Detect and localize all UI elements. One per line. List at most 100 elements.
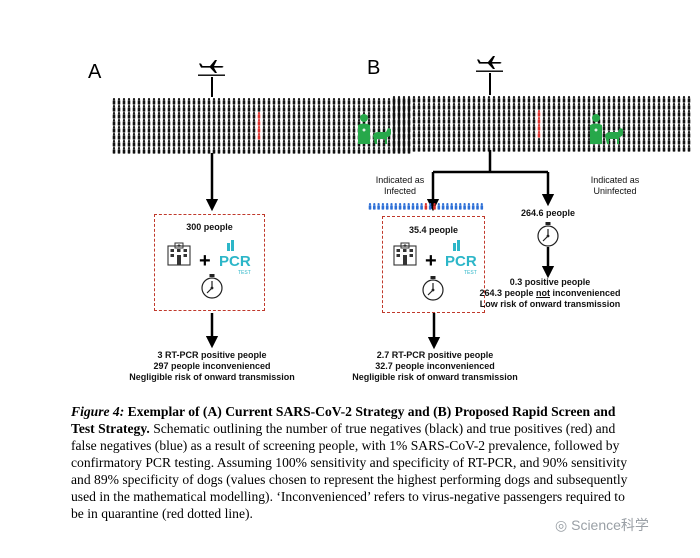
person-true-negative — [212, 119, 216, 126]
person-true-negative — [462, 103, 466, 110]
person-true-negative — [472, 117, 476, 124]
person-true-negative — [347, 112, 351, 119]
person-true-negative — [677, 117, 681, 124]
person-true-negative — [367, 112, 371, 119]
person-true-negative — [167, 140, 171, 147]
person-true-negative — [622, 145, 626, 152]
person-true-negative — [422, 103, 426, 110]
person-true-negative — [517, 117, 521, 124]
person-true-negative — [252, 98, 256, 105]
person-true-negative — [532, 131, 536, 138]
person-true-negative — [292, 112, 296, 119]
person-true-negative — [417, 103, 421, 110]
person-true-negative — [517, 103, 521, 110]
result-line: 32.7 people inconvenienced — [375, 361, 495, 371]
person-true-negative — [597, 103, 601, 110]
person-true-negative — [682, 110, 686, 117]
person-true-negative — [337, 126, 341, 133]
person-true-positive — [537, 117, 541, 124]
person-true-negative — [567, 96, 571, 103]
person-true-negative — [502, 110, 506, 117]
person-true-negative — [542, 124, 546, 131]
person-true-negative — [437, 138, 441, 145]
person-true-negative — [587, 131, 591, 138]
person-true-negative — [582, 131, 586, 138]
person-true-negative — [607, 103, 611, 110]
person-true-negative — [337, 105, 341, 112]
person-true-negative — [502, 96, 506, 103]
person-true-negative — [402, 103, 406, 110]
person-true-negative — [622, 110, 626, 117]
person-true-negative — [212, 140, 216, 147]
person-true-negative — [147, 140, 151, 147]
person-true-negative — [632, 145, 636, 152]
person-true-negative — [112, 140, 116, 147]
person-true-negative — [237, 112, 241, 119]
person-true-negative — [217, 147, 221, 154]
person-true-negative — [357, 112, 361, 119]
person-true-negative — [412, 145, 416, 152]
person-true-positive — [537, 110, 541, 117]
person-true-negative — [637, 103, 641, 110]
person-true-negative — [262, 126, 266, 133]
person-true-negative — [392, 103, 396, 110]
person-true-negative — [322, 119, 326, 126]
person-true-negative — [677, 110, 681, 117]
person-true-negative — [492, 138, 496, 145]
person-true-negative — [457, 110, 461, 117]
person-true-negative — [417, 117, 421, 124]
person-true-negative — [352, 133, 356, 140]
person-true-negative — [512, 117, 516, 124]
label-indicated-uninfected: Indicated as Uninfected — [590, 175, 640, 196]
person-true-negative — [272, 112, 276, 119]
person-true-negative — [407, 124, 411, 131]
person-true-negative — [127, 140, 131, 147]
person-true-negative — [217, 105, 221, 112]
person-true-negative — [502, 145, 506, 152]
person-true-negative — [152, 133, 156, 140]
person-true-negative — [187, 119, 191, 126]
person-flagged — [390, 203, 393, 210]
person-true-negative — [202, 126, 206, 133]
person-true-negative — [507, 145, 511, 152]
person-true-negative — [337, 140, 341, 147]
person-true-negative — [212, 133, 216, 140]
person-true-negative — [442, 138, 446, 145]
person-true-negative — [297, 112, 301, 119]
person-true-negative — [592, 103, 596, 110]
person-true-negative — [572, 96, 576, 103]
uninfected-result: 0.3 positive people 264.3 people not inc… — [470, 277, 630, 310]
person-true-negative — [542, 145, 546, 152]
person-true-negative — [502, 131, 506, 138]
person-true-negative — [447, 124, 451, 131]
person-true-negative — [452, 138, 456, 145]
person-true-negative — [477, 131, 481, 138]
person-true-negative — [267, 147, 271, 154]
person-true-negative — [482, 103, 486, 110]
person-true-negative — [617, 110, 621, 117]
person-true-negative — [247, 119, 251, 126]
person-true-negative — [267, 126, 271, 133]
person-true-negative — [237, 119, 241, 126]
person-true-negative — [307, 133, 311, 140]
person-true-negative — [212, 112, 216, 119]
stopwatch-icon — [537, 221, 559, 247]
person-true-negative — [452, 110, 456, 117]
person-true-negative — [567, 145, 571, 152]
person-true-negative — [497, 110, 501, 117]
person-true-negative — [617, 145, 621, 152]
person-true-negative — [402, 131, 406, 138]
person-true-negative — [262, 105, 266, 112]
person-true-negative — [297, 119, 301, 126]
person-true-negative — [662, 110, 666, 117]
person-true-negative — [262, 112, 266, 119]
person-true-negative — [447, 96, 451, 103]
person-true-negative — [547, 117, 551, 124]
person-true-negative — [557, 138, 561, 145]
person-true-positive — [424, 203, 428, 210]
person-true-negative — [602, 117, 606, 124]
person-true-negative — [642, 96, 646, 103]
person-true-negative — [197, 140, 201, 147]
person-true-negative — [177, 112, 181, 119]
person-true-negative — [352, 126, 356, 133]
